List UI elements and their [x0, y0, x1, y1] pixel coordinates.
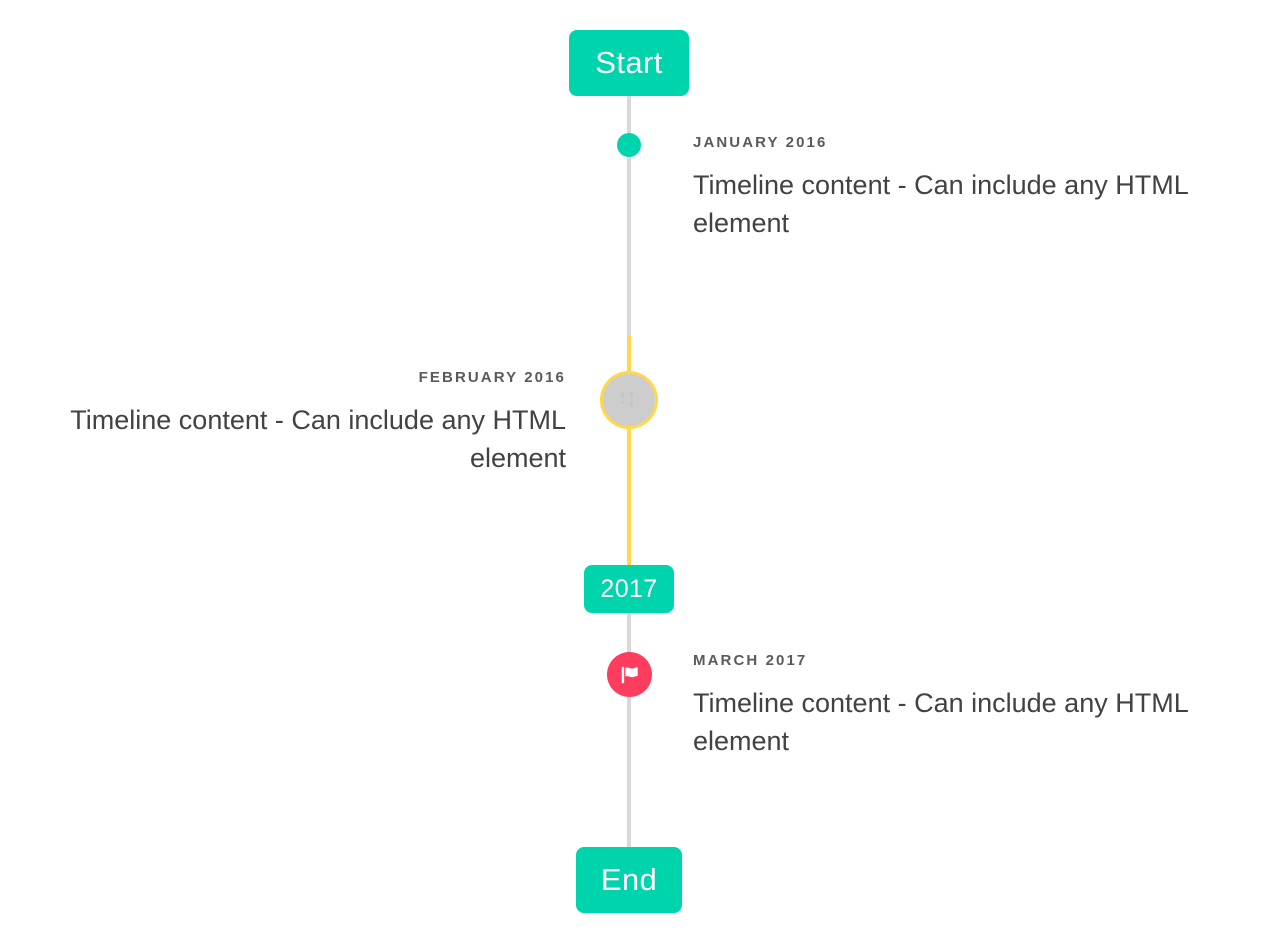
- timeline-marker-flag-march[interactable]: [607, 652, 652, 697]
- timeline-entry-date: MARCH 2017: [693, 652, 808, 669]
- timeline-badge-start[interactable]: Start: [569, 30, 689, 96]
- timeline-entry-date: JANUARY 2016: [693, 134, 828, 151]
- timeline-axis-segment-top: [627, 96, 631, 336]
- placeholder-icon: [621, 392, 637, 408]
- timeline-entry-february: FEBRUARY 2016 Timeline content - Can inc…: [30, 369, 566, 478]
- flag-icon: [621, 666, 638, 683]
- timeline-axis-segment-highlight: [627, 336, 631, 568]
- timeline-entry-body: Timeline content - Can include any HTML …: [693, 688, 1188, 757]
- timeline-marker-dot-january[interactable]: [617, 133, 641, 157]
- timeline-entry-date: FEBRUARY 2016: [418, 369, 566, 386]
- timeline-badge-end[interactable]: End: [576, 847, 682, 913]
- timeline-axis-segment-bottom: [627, 611, 631, 853]
- timeline-entry-march: MARCH 2017 Timeline content - Can includ…: [693, 652, 1233, 761]
- timeline-entry-body: Timeline content - Can include any HTML …: [70, 405, 566, 474]
- timeline-entry-january: JANUARY 2016 Timeline content - Can incl…: [693, 134, 1233, 243]
- timeline-badge-year[interactable]: 2017: [584, 565, 674, 613]
- timeline-entry-body: Timeline content - Can include any HTML …: [693, 170, 1188, 239]
- timeline-marker-ring-february[interactable]: [600, 371, 658, 429]
